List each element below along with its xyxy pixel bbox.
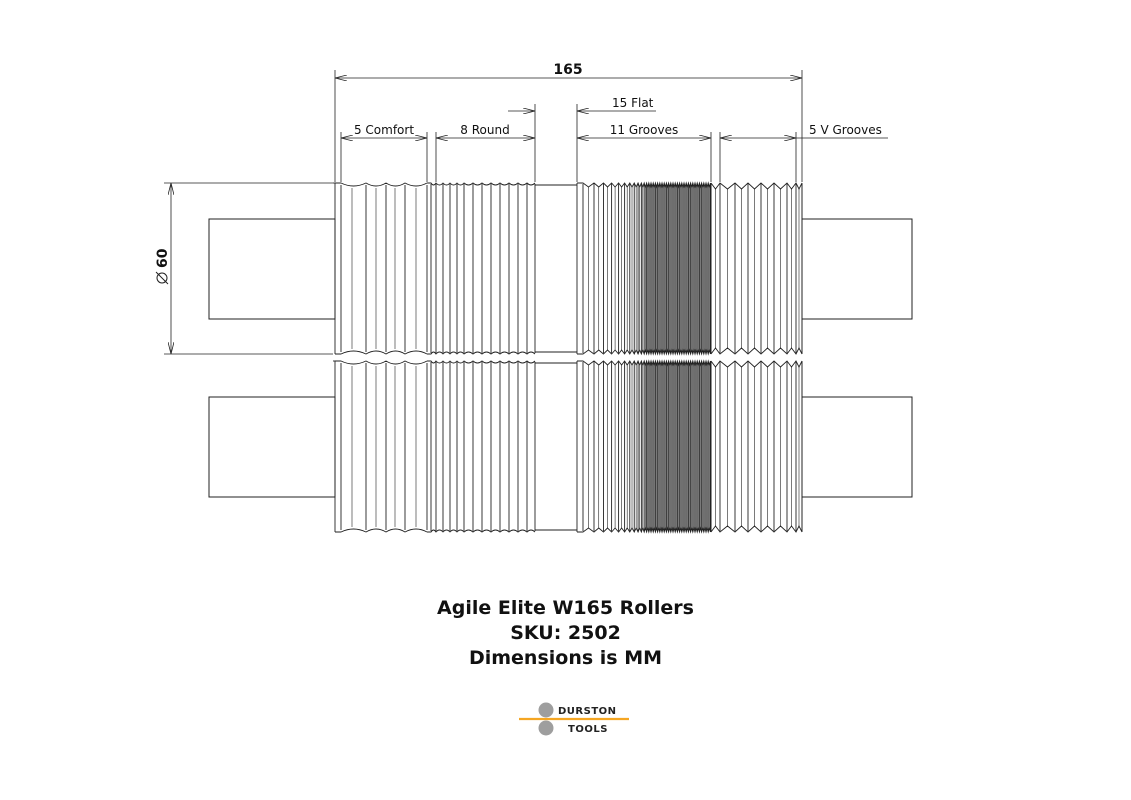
v-grooves-label: 5 V Grooves [809,123,882,137]
comfort-bottom-profile [335,528,428,533]
top-left-shaft [208,218,336,320]
sku-label: SKU: 2502 [510,622,621,644]
grooves-top-profile [577,359,712,367]
units-note: Dimensions is MM [468,647,663,669]
section-dimensions [340,132,888,182]
diameter-dimension [164,182,333,355]
flat-dimension [508,104,656,182]
v-grooves-bottom-profile [710,524,803,533]
diameter-symbol-icon [156,272,168,284]
logo-line1: DURSTON [558,706,617,717]
durston-tools-logo: DURSTON TOOLS [519,702,629,736]
top-roller [333,181,803,356]
round-label: 8 Round [460,123,509,137]
grooves-label: 11 Grooves [610,123,678,137]
title-block: Agile Elite W165 Rollers SKU: 2502 Dimen… [0,596,1131,671]
comfort-bottom-profile [335,350,428,355]
round-bottom-profile [427,351,536,355]
logo-top-dot-icon [538,702,554,718]
bottom-left-shaft [208,396,336,498]
logo-line2: TOOLS [568,724,608,735]
comfort-top-profile [335,182,428,187]
comfort-top-profile [335,360,428,365]
bottom-right-shaft [801,396,913,498]
overall-dimension [334,70,803,182]
v-grooves-top-profile [710,360,803,369]
grooves-top-profile [577,181,712,189]
shafts [208,218,913,498]
diameter-symbol-slash [155,271,169,285]
diameter-label-group: 60 [155,248,171,285]
round-top-profile [427,360,536,364]
grooves-bottom-profile [577,348,712,356]
v-grooves-top-profile [710,182,803,191]
logo-bottom-dot-icon [538,720,554,736]
bottom-roller [333,359,803,534]
top-right-shaft [801,218,913,320]
diameter-label: 60 [155,248,171,268]
grooves-bottom-profile [577,526,712,534]
v-grooves-bottom-profile [710,346,803,355]
flat-label: 15 Flat [612,96,654,110]
round-top-profile [427,182,536,186]
comfort-label: 5 Comfort [354,123,414,137]
round-bottom-profile [427,529,536,533]
overall-length-label: 165 [553,62,582,78]
product-title: Agile Elite W165 Rollers [437,597,694,619]
